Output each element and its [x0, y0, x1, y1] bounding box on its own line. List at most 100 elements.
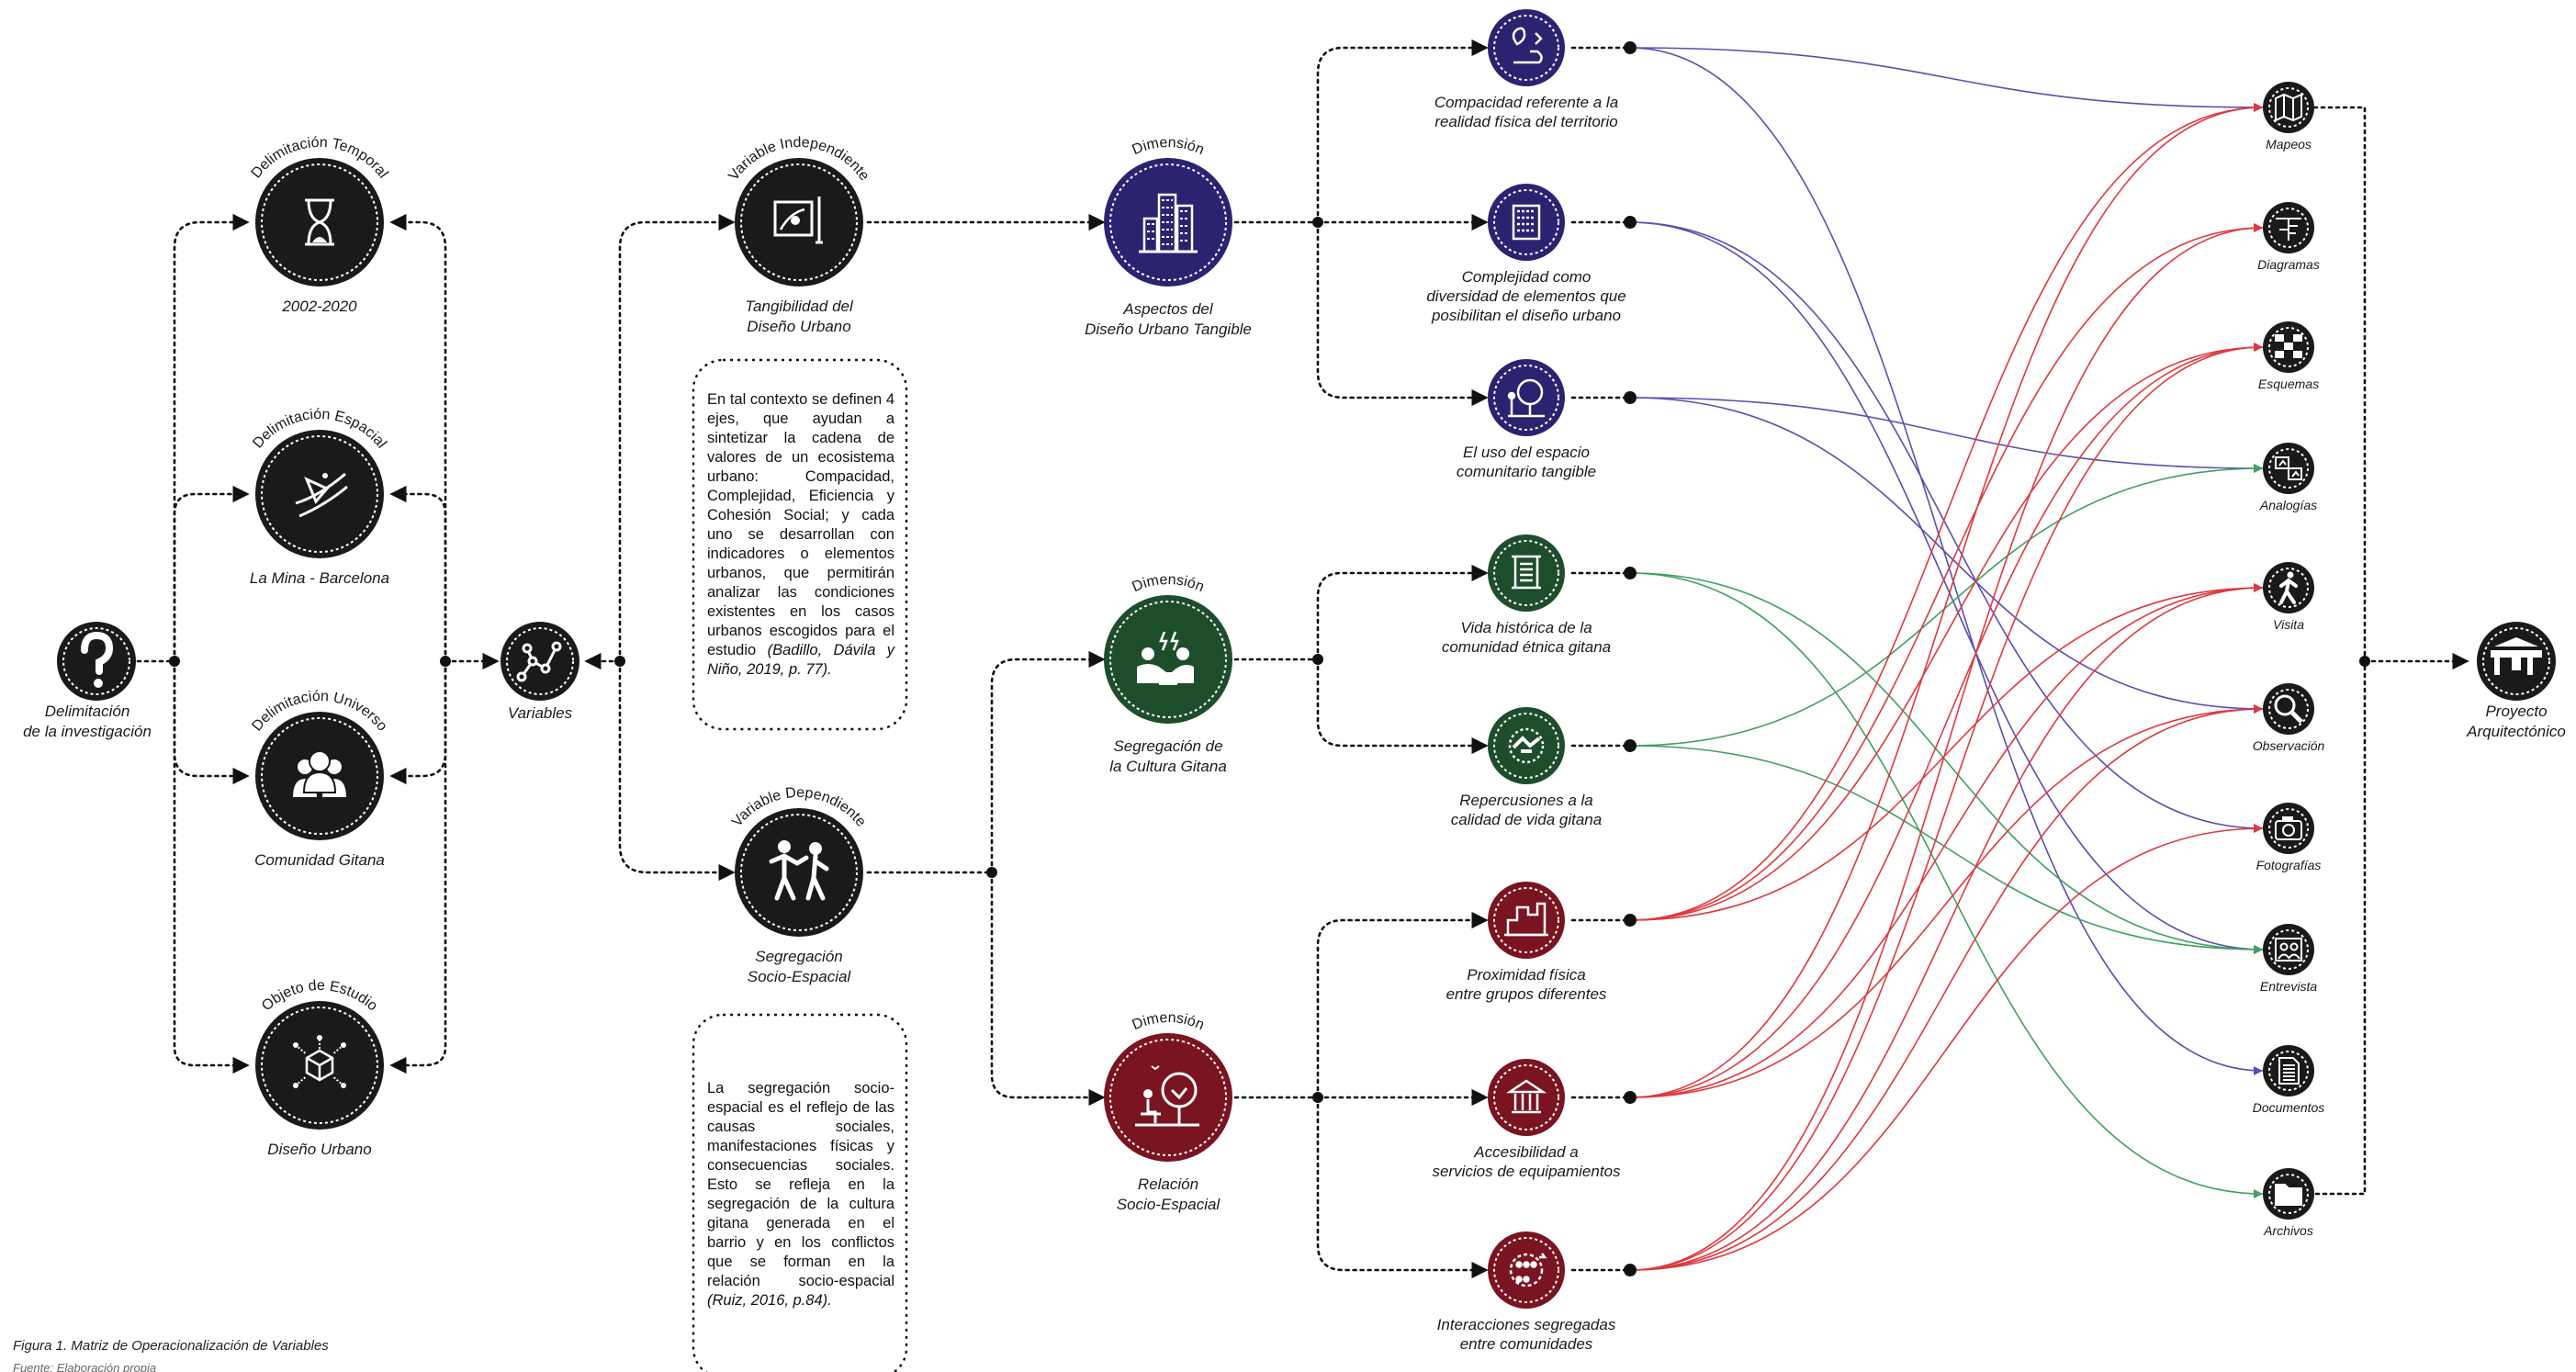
camera-icon — [2275, 816, 2302, 840]
tool-label-7-line1: Fotografías — [2256, 858, 2322, 872]
connection-line — [1629, 587, 2264, 921]
location-route-icon — [1512, 27, 1543, 64]
people-icon — [290, 750, 349, 799]
tool-node-8: Entrevista — [2260, 924, 2317, 994]
connection-line — [1629, 572, 2264, 1195]
indicator-label-5-line2: calidad de vida gitana — [1451, 811, 1602, 828]
tool-node-10: Archivos — [2263, 1168, 2314, 1238]
connection-arrowhead — [2254, 464, 2263, 473]
question-icon — [81, 631, 114, 688]
tool-node-5: Visita — [2263, 562, 2314, 632]
dimension-label-1-line2: Diseño Urbano Tangible — [1085, 321, 1252, 338]
document-icon — [2278, 1057, 2300, 1085]
institution-icon — [1505, 1079, 1547, 1114]
connection-line — [1629, 745, 2264, 950]
indicator-label-8-line1: Interacciones segregadas — [1437, 1316, 1616, 1333]
dimension-label-3-line1: Relación — [1138, 1175, 1198, 1193]
connection-arrowhead — [2254, 1189, 2263, 1198]
connections-layer — [1629, 47, 2264, 1271]
pushing-people-icon — [769, 840, 829, 901]
independent-variable-label-line2: Diseño Urbano — [747, 318, 850, 335]
variables-label: Variables — [508, 704, 573, 722]
buildings-icon — [1139, 193, 1198, 253]
result-label-line1: Proyecto — [2485, 703, 2547, 720]
dimension-title-2: Dimensión — [1130, 572, 1206, 595]
confrontation-icon — [1137, 631, 1194, 685]
connection-line — [1629, 346, 2264, 1098]
connection-arrowhead — [2254, 824, 2263, 833]
connection-line — [1629, 708, 2264, 1271]
indicator-node-8: Interacciones segregadas entre comunidade… — [1437, 1231, 1616, 1353]
connection-arrowhead — [2254, 1066, 2263, 1075]
delimitation-label-2-line1: La Mina - Barcelona — [250, 569, 389, 587]
tool-label-10-line1: Archivos — [2263, 1223, 2313, 1238]
tool-label-1-line1: Mapeos — [2266, 137, 2312, 152]
indicator-label-1-line1: Compacidad referente a la — [1434, 94, 1618, 111]
groups-exchange-icon — [1509, 1253, 1547, 1288]
tool-label-3-line1: Esquemas — [2258, 377, 2319, 391]
dimension-label-3-line2: Socio-Espacial — [1117, 1196, 1221, 1213]
delimitation-label-1-line1: 2002-2020 — [281, 298, 357, 315]
scheme-icon — [2275, 334, 2302, 358]
connection-line — [1629, 587, 2264, 1271]
dependent-note-body: La segregación socio-espacial es el refl… — [707, 1080, 894, 1289]
dependent-variable-label-line1: Segregación — [755, 948, 842, 965]
connection-line — [1629, 227, 2264, 921]
diagram-icon — [2276, 218, 2301, 241]
dimension-label-2-line1: Segregación de — [1113, 737, 1222, 755]
indicator-label-1-line2: realidad física del territorio — [1434, 113, 1617, 130]
delimitation-label-4-line1: Diseño Urbano — [267, 1141, 371, 1158]
park-icon — [1135, 1065, 1199, 1127]
tool-label-8-line1: Entrevista — [2260, 979, 2317, 994]
tool-label-2-line1: Diagramas — [2257, 257, 2320, 272]
dependent-variable-node: Variable DependienteSegregaciónSocio-Esp… — [729, 785, 869, 985]
connection-line — [1629, 346, 2264, 921]
city-icon — [1504, 902, 1548, 937]
result-label-line2: Arquitectónico — [2466, 723, 2566, 740]
connection-line — [1629, 346, 2264, 1271]
connection-line — [1629, 708, 2264, 1098]
delimitation-label-3-line1: Comunidad Gitana — [254, 851, 385, 869]
tool-label-6-line1: Observación — [2253, 738, 2325, 753]
variables-node: Variables — [501, 622, 579, 722]
scroll-icon — [1512, 555, 1541, 590]
interview-icon — [2275, 938, 2302, 962]
connection-line — [1629, 397, 2264, 710]
indicator-node-1: Compacidad referente a la realidad física… — [1434, 9, 1618, 130]
indicator-label-2-line1: Complejidad como — [1462, 268, 1592, 286]
architecture-icon — [2491, 637, 2542, 675]
independent-note-body: En tal contexto se definen 4 ejes, que a… — [707, 391, 894, 658]
indicator-label-5-line1: Repercusiones a la — [1459, 792, 1593, 809]
folder-icon — [2275, 1184, 2302, 1206]
tree-person-icon — [1507, 378, 1545, 418]
handshake-icon — [1508, 727, 1545, 764]
independent-note: En tal contexto se definen 4 ejes, que a… — [707, 390, 894, 680]
indicator-label-2-line3: posibilitan el diseño urbano — [1431, 307, 1621, 324]
root-label-line1: Delimitación — [45, 703, 130, 720]
tool-node-6: Observación — [2253, 683, 2325, 753]
independent-variable-label-line1: Tangibilidad del — [745, 298, 854, 315]
map-fold-icon — [2275, 93, 2302, 122]
cube-icon — [293, 1035, 346, 1088]
tool-label-9-line1: Documentos — [2253, 1100, 2325, 1115]
connection-line — [1629, 587, 2264, 1098]
tool-label-5-line1: Visita — [2273, 617, 2304, 632]
dependent-note: La segregación socio-espacial es el refl… — [707, 1079, 894, 1310]
connection-arrowhead — [2254, 583, 2263, 592]
tool-node-3: Esquemas — [2258, 321, 2319, 391]
connection-arrowhead — [2254, 945, 2263, 954]
connection-line — [1629, 47, 2264, 1072]
indicator-label-8-line2: entre comunidades — [1460, 1335, 1593, 1353]
network-icon — [516, 641, 562, 682]
indicator-label-3-line2: comunitario tangible — [1457, 463, 1596, 480]
indicator-node-5: Repercusiones a la calidad de vida gitana — [1451, 707, 1602, 828]
connection-arrowhead — [2254, 343, 2263, 352]
dimension-label-2-line2: la Cultura Gitana — [1109, 758, 1227, 775]
